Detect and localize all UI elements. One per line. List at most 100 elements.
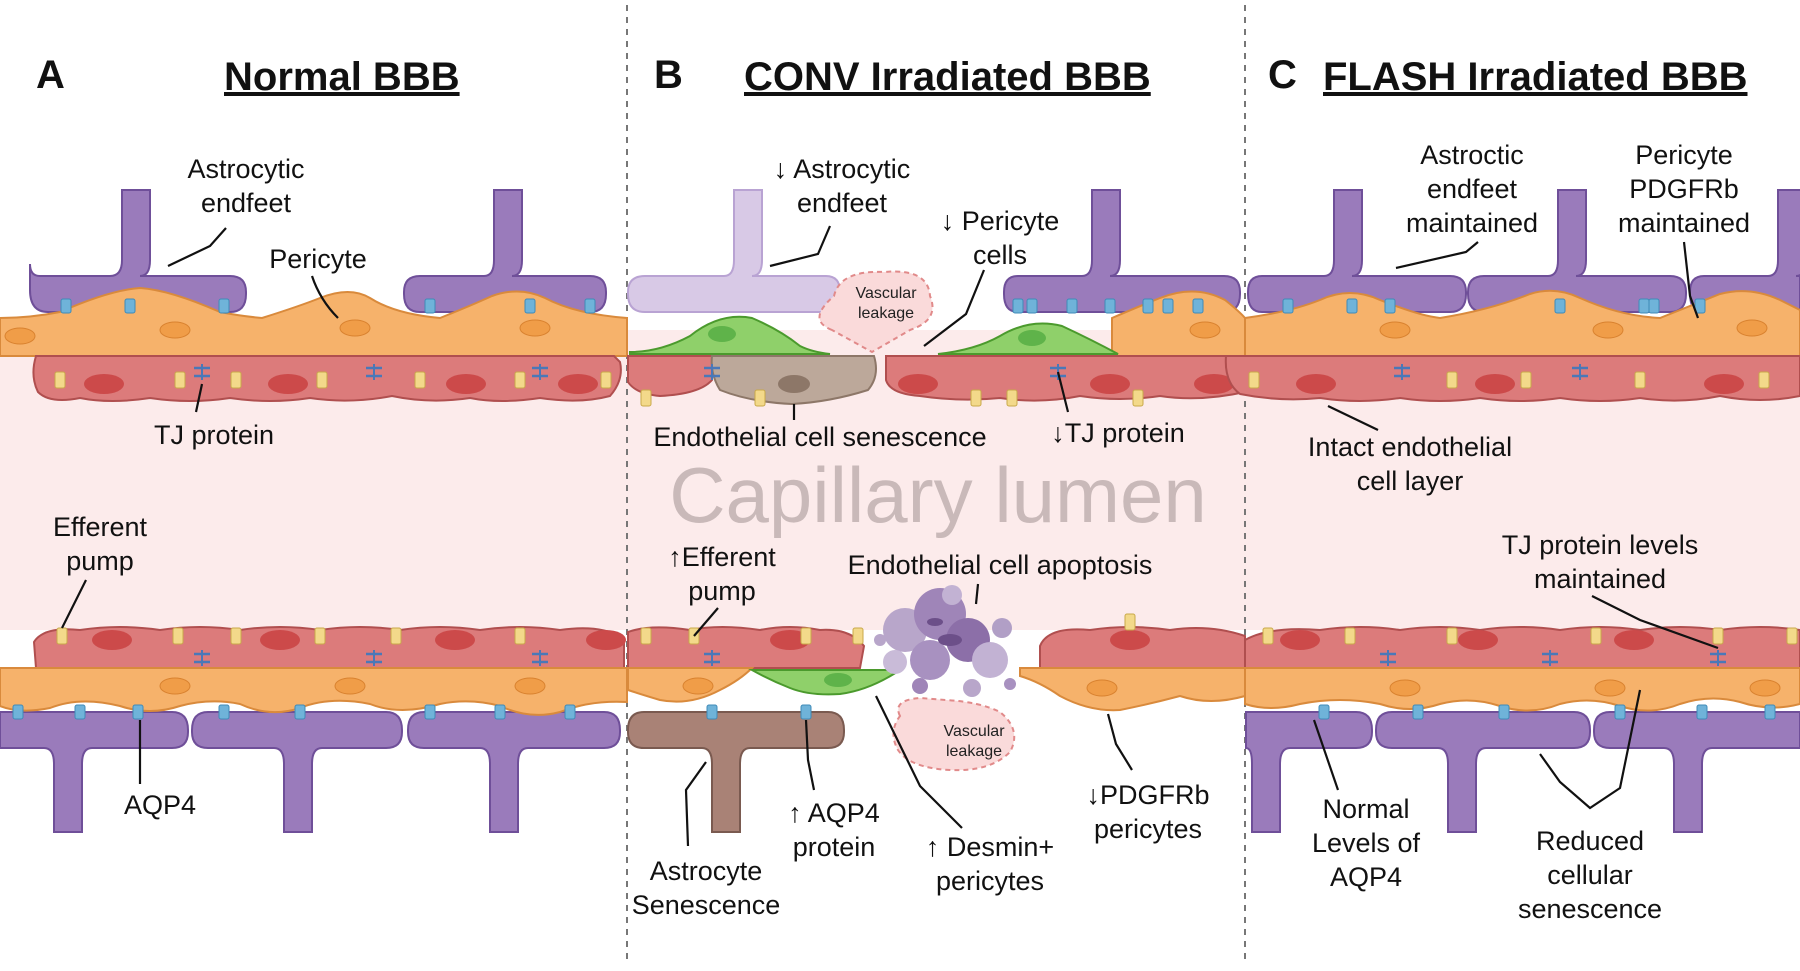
a-pericyte-label: Pericyte	[269, 244, 367, 274]
b-apoptosis-leader	[974, 583, 980, 605]
panel-a-title: Normal BBB	[224, 55, 460, 99]
b-astro-label-1: ↓ Astrocytic	[774, 154, 911, 184]
efferent-pump	[230, 627, 242, 645]
vascular-leakage-bottom	[892, 696, 1016, 772]
aqp4-channel	[1498, 704, 1510, 720]
tj-protein	[532, 650, 548, 666]
aqp4-channel	[60, 298, 72, 314]
aqp4-channel	[524, 298, 536, 314]
efferent-pump	[852, 627, 864, 645]
b-leak-bottom-label-2: leakage	[946, 743, 1002, 760]
b-astro-senescence-label-2: Senescence	[632, 890, 781, 920]
aqp4-channel	[800, 704, 812, 720]
c-pericyte-label-2: PDGFRb	[1629, 174, 1739, 204]
b-pericyte-leader	[923, 269, 986, 347]
efferent-pump	[314, 627, 326, 645]
c-aqp4-label-3: AQP4	[1330, 862, 1402, 892]
aqp4-channel	[564, 704, 576, 720]
efferent-pump	[1132, 389, 1144, 407]
efferent-pump	[514, 371, 526, 389]
aqp4-channel	[1614, 704, 1626, 720]
b-efferent-leader	[693, 607, 719, 637]
c-aqp4-label-2: Levels of	[1312, 828, 1421, 858]
b-astro-leader	[769, 225, 832, 268]
aqp4-channel	[1384, 298, 1396, 314]
c-intact-label-1: Intact endothelial	[1308, 432, 1512, 462]
efferent-pump	[640, 627, 652, 645]
panel-c-letter: C	[1268, 53, 1297, 97]
efferent-pumps	[54, 371, 1798, 645]
c-senescence-label-1: Reduced	[1536, 826, 1644, 856]
b-efferent-label-1: ↑Efferent	[668, 542, 776, 572]
b-aqp4-label-1: ↑ AQP4	[788, 798, 880, 828]
efferent-pump	[1344, 627, 1356, 645]
tj-protein	[704, 364, 720, 380]
efferent-pump	[1124, 613, 1136, 631]
tj-protein	[1380, 650, 1396, 666]
a-tj-label: TJ protein	[154, 420, 274, 450]
b-aqp4-leader	[804, 719, 816, 791]
aqp4-channel	[1026, 298, 1038, 314]
efferent-pump	[600, 371, 612, 389]
efferent-pump	[1712, 627, 1724, 645]
panel-c-title: FLASH Irradiated BBB	[1323, 55, 1748, 99]
c-astro-leader	[1395, 241, 1479, 270]
b-pdgfrb-label-2: pericytes	[1094, 814, 1202, 844]
desmin-pericytes-top	[629, 315, 1119, 355]
aqp4-channel	[1192, 298, 1204, 314]
c-pericyte-label-3: maintained	[1618, 208, 1750, 238]
b-pdgfrb-label-1: ↓PDGFRb	[1086, 780, 1209, 810]
aqp4-channel	[1282, 298, 1294, 314]
aqp4-channel	[1554, 298, 1566, 314]
aqp4-channels	[12, 298, 1776, 720]
apoptotic-cell-debris	[874, 585, 1016, 697]
b-aqp4-label-2: protein	[793, 832, 876, 862]
c-astro-label-3: maintained	[1406, 208, 1538, 238]
efferent-pump	[414, 371, 426, 389]
aqp4-channel	[294, 704, 306, 720]
c-tj-leader	[1591, 595, 1719, 650]
b-tj-leader	[1056, 371, 1070, 413]
b-apoptosis-label: Endothelial cell apoptosis	[848, 550, 1153, 580]
aqp4-channel	[132, 704, 144, 720]
a-efferent-label-1: Efferent	[53, 512, 148, 542]
efferent-pump	[1006, 389, 1018, 407]
efferent-pump	[1248, 371, 1260, 389]
tj-protein	[194, 650, 210, 666]
tj-protein	[532, 364, 548, 380]
efferent-pump	[1590, 627, 1602, 645]
efferent-pump	[514, 627, 526, 645]
aqp4-channel	[1696, 704, 1708, 720]
c-astro-label-1: Astroctic	[1420, 140, 1524, 170]
aqp4-channel	[1638, 298, 1650, 314]
efferent-pump	[754, 389, 766, 407]
desmin-pericyte-nucleus	[824, 673, 852, 687]
c-pericyte-label-1: Pericyte	[1635, 140, 1733, 170]
panel-b-letter: B	[654, 53, 683, 97]
aqp4-channel	[424, 704, 436, 720]
panel-a-letter: A	[36, 53, 65, 97]
efferent-pump	[230, 371, 242, 389]
a-tj-leader	[194, 383, 204, 413]
b-pericyte-label-1: ↓ Pericyte	[941, 206, 1060, 236]
aqp4-channel	[1162, 298, 1174, 314]
aqp4-channel	[1104, 298, 1116, 314]
b-desmin-label-1: ↑ Desmin+	[926, 832, 1054, 862]
vascular-leakage-top	[818, 270, 934, 354]
aqp4-channel	[706, 704, 718, 720]
efferent-pump	[1758, 371, 1770, 389]
b-desmin-leader	[875, 695, 963, 829]
aqp4-channel	[1012, 298, 1024, 314]
aqp4-channel	[1764, 704, 1776, 720]
tj-protein	[366, 364, 382, 380]
efferent-pump	[172, 627, 184, 645]
b-efferent-label-2: pump	[688, 576, 756, 606]
efferent-pump	[390, 627, 402, 645]
aqp4-channel	[424, 298, 436, 314]
efferent-pump	[640, 389, 652, 407]
b-tj-label: ↓TJ protein	[1051, 418, 1185, 448]
efferent-pump	[1634, 371, 1646, 389]
aqp4-channel	[124, 298, 136, 314]
efferent-pump	[1786, 627, 1798, 645]
aqp4-channel	[1066, 298, 1078, 314]
